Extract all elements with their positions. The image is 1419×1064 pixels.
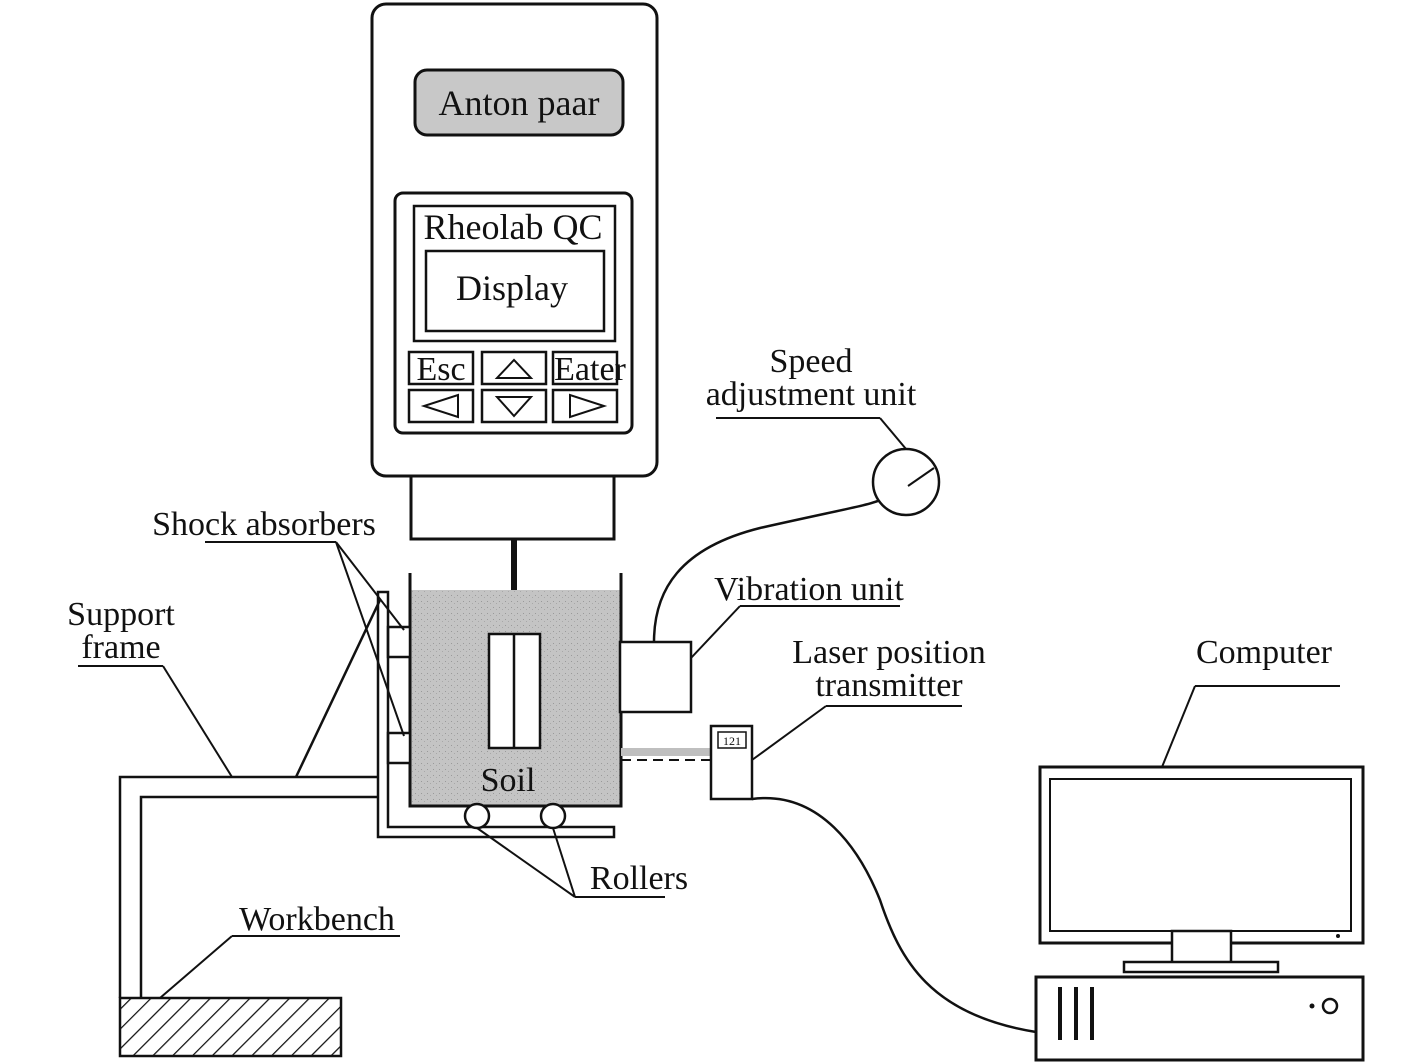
laser-label-line1: Laser position: [792, 634, 986, 671]
up-arrow-icon: [494, 358, 534, 379]
soil-container: Soil: [408, 573, 623, 808]
left-key: [407, 388, 475, 424]
display-label: Display: [456, 268, 568, 308]
laser-readout-window: [717, 731, 747, 749]
laser-beam: [621, 748, 714, 756]
power-button-icon: [1321, 997, 1339, 1015]
motor-head: [409, 474, 616, 541]
laser-label-line2: transmitter: [815, 667, 963, 704]
monitor-screen: [1049, 778, 1352, 932]
shock-absorbers-label: Shock absorbers: [152, 506, 376, 543]
workbench-block: [118, 996, 343, 1058]
shock-absorber-lower: [386, 731, 412, 765]
laser-readout: 121: [723, 734, 741, 748]
computer: [1034, 765, 1365, 1062]
roller-left: [463, 802, 491, 830]
vibration-unit-label: Vibration unit: [714, 571, 904, 608]
rheometer: Anton paar Rheolab QC Display Esc Eater: [370, 2, 659, 634]
roller-right: [539, 802, 567, 830]
enter-key-label: Eater: [554, 351, 626, 388]
rollers-label: Rollers: [590, 860, 688, 897]
computer-label: Computer: [1196, 634, 1333, 671]
down-arrow-icon: [494, 396, 534, 418]
enter-key: [551, 350, 619, 386]
speed-label-line2: adjustment unit: [706, 376, 917, 413]
up-key: [480, 350, 548, 386]
esc-key: [407, 350, 475, 386]
monitor-base: [1122, 960, 1280, 974]
right-arrow-icon: [569, 393, 608, 419]
model-label: Rheolab QC: [424, 207, 603, 247]
vibration-unit-box: [618, 640, 693, 714]
monitor-stand: [1170, 929, 1233, 965]
dial-needle: [907, 467, 935, 487]
speed-label-line1: Speed: [769, 343, 852, 380]
computer-case: [1034, 975, 1365, 1062]
support-label-line2: frame: [81, 629, 160, 666]
workbench-label: Workbench: [239, 901, 395, 938]
right-key: [551, 388, 619, 424]
brand-label: Anton paar: [439, 83, 600, 123]
support-label-line1: Support: [67, 596, 175, 633]
data-cable: [751, 796, 1037, 1034]
esc-key-label: Esc: [416, 351, 465, 388]
shock-absorber-upper: [386, 625, 412, 659]
brand-panel: [413, 68, 625, 137]
display-screen: [424, 249, 606, 333]
left-arrow-icon: [420, 393, 459, 419]
vibration-cable: [652, 498, 881, 643]
speed-dial-knob: [871, 447, 941, 517]
soil-label: Soil: [481, 762, 536, 799]
